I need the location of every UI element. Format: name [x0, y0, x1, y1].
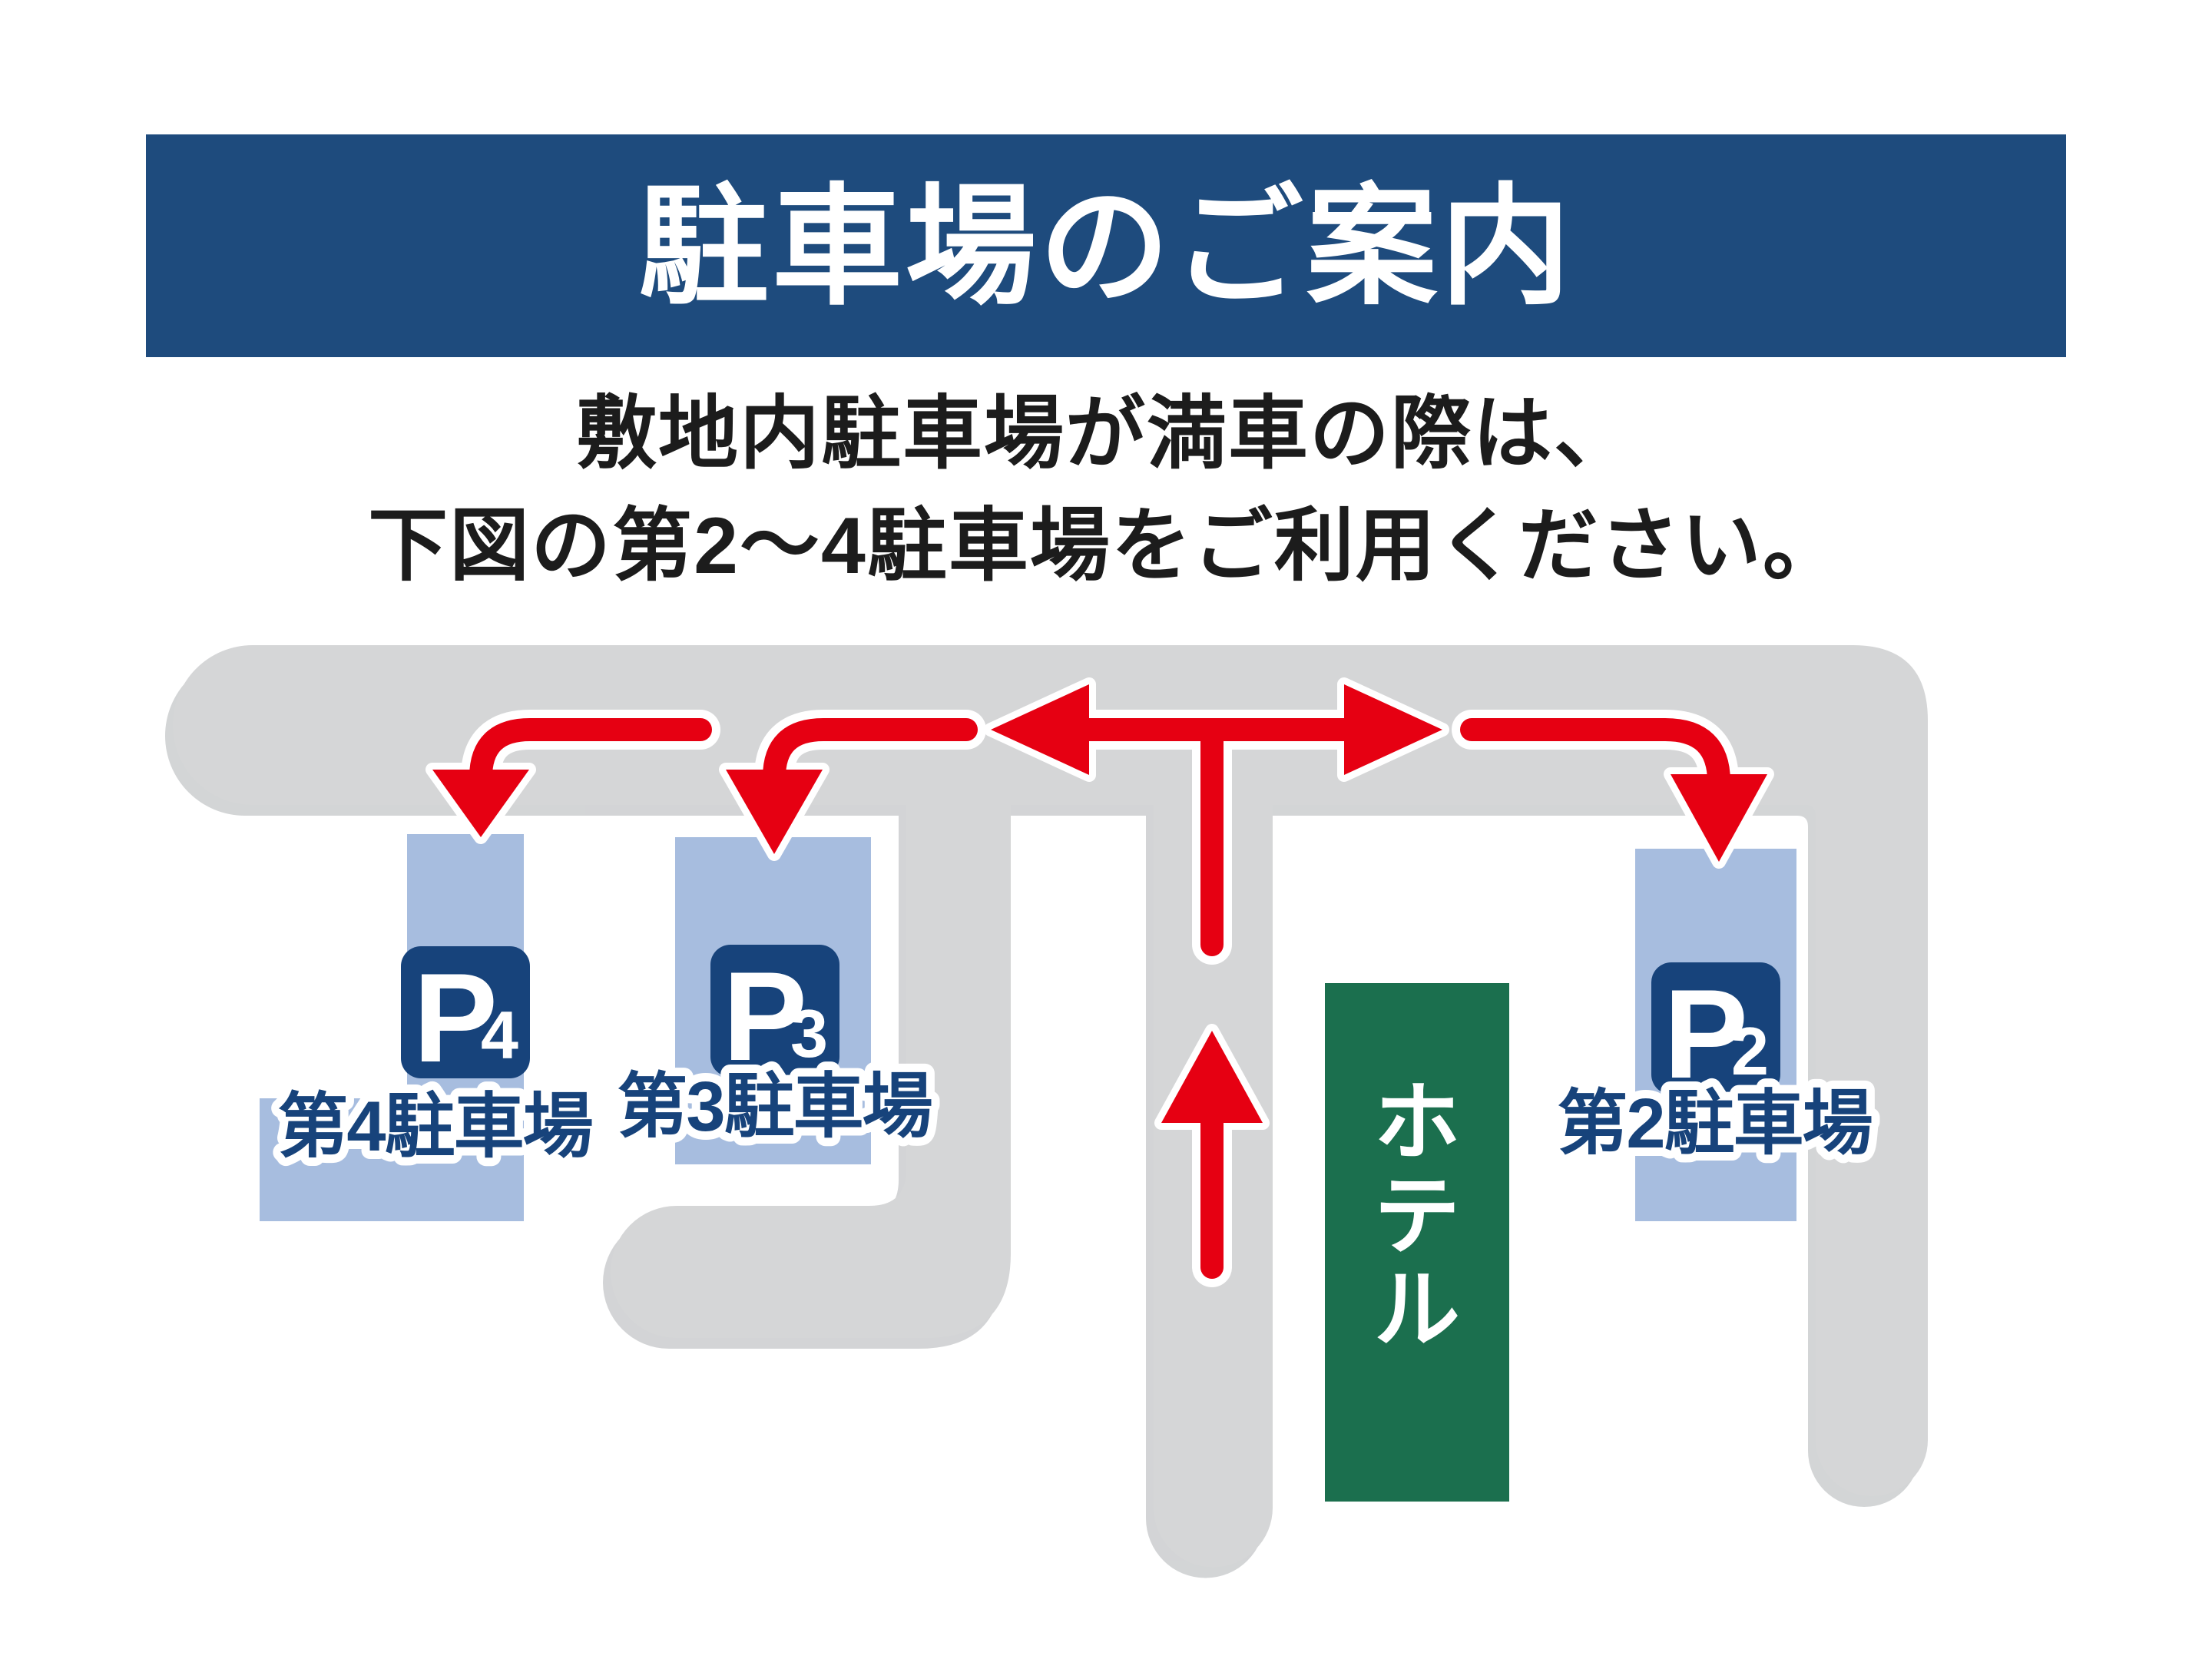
parking-map: P 4 第4駐車場 第4駐車場 P 3 第3駐車場 第3駐車場 P 2 [165, 645, 1928, 1578]
parking-label-p3-outline: 第3駐車場 [617, 1068, 931, 1146]
parking-lot-p4-area [260, 834, 524, 1221]
parking-label-p2-outline: 第2駐車場 [1557, 1084, 1871, 1163]
route-to-p3 [719, 710, 986, 861]
header-banner: 駐車場のご案内 [146, 134, 2066, 357]
arrow-down-p2-icon [1671, 774, 1767, 862]
badge-p4-background [401, 946, 530, 1078]
arrow-up-icon [1161, 1031, 1263, 1123]
parking-label-p3: 第3駐車場 [617, 1068, 931, 1146]
route-to-p4 [426, 710, 720, 844]
intro-line-2: 下図の第2〜4駐車場をご利用ください。 [368, 502, 1844, 591]
parking-badge-p2-icon: P 2 [1651, 962, 1780, 1104]
parking-label-p4-outline: 第4駐車場 [277, 1088, 591, 1166]
hotel-label-char-2: テ [1374, 1168, 1460, 1264]
arrow-right-icon [1344, 684, 1442, 775]
badge-p2-background [1651, 962, 1780, 1094]
route-entry-up [1154, 1024, 1270, 1287]
hotel-label-char-1: ホ [1374, 1075, 1460, 1171]
parking-badge-p4-icon: P 4 [401, 946, 530, 1088]
route-to-p2 [1452, 710, 1774, 869]
hotel-label-char-3: ル [1374, 1262, 1460, 1358]
badge-p3-number: 3 [790, 995, 828, 1071]
intro-line-1: 敷地内駐車場が満車の際は、 [577, 389, 1635, 478]
badge-p4-letter: P [413, 947, 498, 1088]
parking-label-p4: 第4駐車場 [277, 1088, 591, 1166]
parking-area-p2: P 2 第2駐車場 第2駐車場 [1548, 849, 1882, 1221]
badge-p4-number: 4 [481, 997, 518, 1073]
route-line-t-junction [1073, 718, 1357, 956]
banner-background [146, 134, 2066, 357]
intro-text: 敷地内駐車場が満車の際は、 下図の第2〜4駐車場をご利用ください。 [368, 389, 1844, 591]
hotel-building: ホ テ ル [1325, 983, 1509, 1502]
badge-p2-number: 2 [1731, 1013, 1769, 1089]
badge-p3-letter: P [723, 945, 807, 1087]
parking-area-p3: P 3 第3駐車場 第3駐車場 [608, 837, 942, 1164]
badge-p3-background [710, 945, 839, 1077]
arrow-down-p3-icon [726, 770, 823, 854]
parking-label-p2: 第2駐車場 [1557, 1084, 1871, 1163]
route-arrows [426, 677, 1774, 1287]
badge-p2-letter: P [1664, 963, 1748, 1104]
parking-area-p4: P 4 第4駐車場 第4駐車場 [260, 834, 602, 1221]
arrow-down-p4-icon [432, 770, 529, 837]
arrow-left-icon [991, 684, 1089, 775]
route-t-junction [984, 677, 1449, 965]
parking-badge-p3-icon: P 3 [710, 945, 839, 1087]
page-title: 駐車場のご案内 [638, 174, 1574, 320]
hotel-block [1325, 983, 1509, 1502]
